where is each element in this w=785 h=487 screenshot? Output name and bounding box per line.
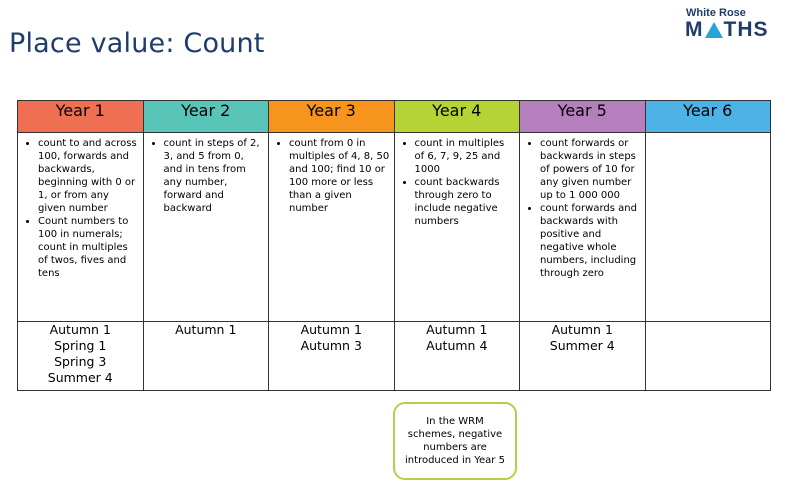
objectives-list: count in multiples of 6, 7, 9, 25 and 10…: [395, 137, 516, 228]
page-title: Place value: Count: [9, 28, 265, 59]
objective-item: count forwards or backwards in steps of …: [540, 137, 641, 202]
term-label: Summer 4: [549, 338, 615, 353]
white-rose-maths-logo: White Rose M THS: [685, 7, 773, 41]
terms-cell: Autumn 1 Autumn 3: [268, 321, 395, 391]
count-curriculum-table: Year 1 Year 2 Year 3 Year 4 Year 5 Year …: [17, 100, 771, 391]
year-header-label: Year 2: [181, 101, 231, 120]
logo-triangle-icon: [704, 22, 723, 38]
objectives-cell: count in steps of 2, 3, and 5 from 0, an…: [142, 132, 269, 322]
logo-ths: THS: [723, 18, 769, 41]
objective-item: count backwards through zero to include …: [415, 176, 516, 228]
term-label: Autumn 1: [300, 322, 362, 337]
term-label: Spring 1: [54, 338, 107, 353]
terms-cell: Autumn 1 Autumn 4: [393, 321, 520, 391]
objective-item: count in steps of 2, 3, and 5 from 0, an…: [164, 137, 265, 215]
terms-cell: Autumn 1: [142, 321, 269, 391]
objectives-cell: count in multiples of 6, 7, 9, 25 and 10…: [393, 132, 520, 322]
objective-item: Count numbers to 100 in numerals; count …: [38, 215, 139, 280]
objectives-list: count forwards or backwards in steps of …: [520, 137, 641, 280]
logo-main-text: M THS: [685, 19, 773, 41]
year-header: Year 1: [17, 100, 144, 133]
year-header: Year 3: [268, 100, 395, 133]
year-header: Year 4: [393, 100, 520, 133]
objectives-list: count in steps of 2, 3, and 5 from 0, an…: [144, 137, 265, 215]
year-header-label: Year 5: [557, 101, 607, 120]
term-label: Autumn 1: [426, 322, 488, 337]
term-label: Spring 3: [54, 354, 107, 369]
negative-numbers-note: In the WRM schemes, negative numbers are…: [393, 402, 517, 480]
objective-item: count to and across 100, forwards and ba…: [38, 137, 139, 215]
objectives-list: count from 0 in multiples of 4, 8, 50 an…: [269, 137, 390, 215]
objectives-cell: count to and across 100, forwards and ba…: [17, 132, 144, 322]
year-header-row: Year 1 Year 2 Year 3 Year 4 Year 5 Year …: [17, 100, 771, 133]
term-label: Autumn 3: [300, 338, 362, 353]
year-header-label: Year 3: [306, 101, 356, 120]
objective-item: count forwards and backwards with positi…: [540, 202, 641, 280]
logo-m: M: [685, 18, 704, 41]
year-header: Year 2: [142, 100, 269, 133]
objectives-row: count to and across 100, forwards and ba…: [17, 132, 771, 322]
term-label: Autumn 1: [175, 322, 237, 337]
year-header-label: Year 4: [432, 101, 482, 120]
year-header-label: Year 6: [683, 101, 733, 120]
year-header-label: Year 1: [55, 101, 105, 120]
objectives-cell: count from 0 in multiples of 4, 8, 50 an…: [268, 132, 395, 322]
objective-item: count in multiples of 6, 7, 9, 25 and 10…: [415, 137, 516, 176]
terms-cell: Autumn 1 Spring 1 Spring 3 Summer 4: [17, 321, 144, 391]
year-header: Year 5: [519, 100, 646, 133]
term-label: Autumn 1: [49, 322, 111, 337]
year-header: Year 6: [644, 100, 771, 133]
objectives-cell: [644, 132, 771, 322]
terms-cell: Autumn 1 Summer 4: [519, 321, 646, 391]
term-label: Autumn 1: [551, 322, 613, 337]
objectives-list: count to and across 100, forwards and ba…: [18, 137, 139, 280]
term-label: Summer 4: [47, 370, 113, 385]
terms-cell: [644, 321, 771, 391]
objective-item: count from 0 in multiples of 4, 8, 50 an…: [289, 137, 390, 215]
logo-top-text: White Rose: [686, 7, 746, 19]
terms-row: Autumn 1 Spring 1 Spring 3 Summer 4 Autu…: [17, 321, 771, 391]
term-label: Autumn 4: [426, 338, 488, 353]
objectives-cell: count forwards or backwards in steps of …: [519, 132, 646, 322]
